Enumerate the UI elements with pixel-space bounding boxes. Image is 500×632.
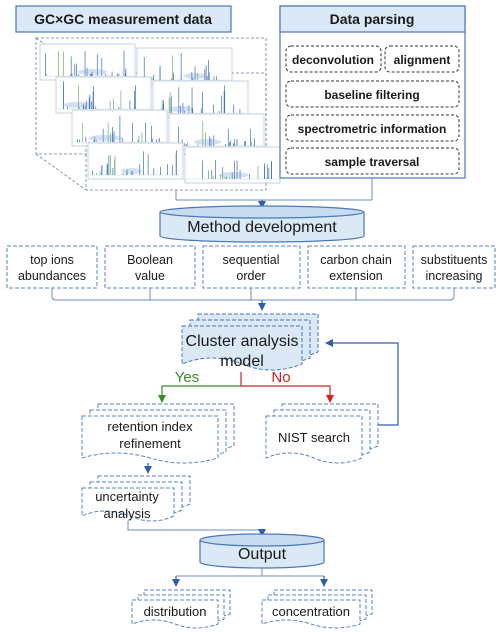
spectrometric-information-box [285,114,460,142]
concentration-output [261,589,373,629]
method-development-label: Method development [187,219,337,236]
chromatogram-thumbnail [71,109,168,147]
parsing-title-box [279,5,466,33]
no-branch [241,385,334,403]
feature-top-ions-line1: top ions [30,253,74,267]
chromatogram-thumbnail [184,146,281,184]
uncertainty-analysis [81,475,191,522]
no-label: No [271,369,290,386]
data-parsing-panel: Data parsing deconvolution alignment bas… [279,5,466,179]
output-branch-lines [176,568,324,577]
uncertainty-label-line1: uncertainty [95,489,159,504]
method-development-cylinder: Method development [159,205,365,243]
feature-box-boolean [104,245,196,289]
chromatogram-thumbnail [152,80,249,118]
distribution-output [131,589,231,629]
baseline-filtering-label: baseline filtering [324,88,419,102]
parsing-title: Data parsing [330,11,415,27]
baseline-filtering-box [285,80,460,108]
deconvolution-label: deconvolution [292,53,374,67]
feature-carbon-chain-line2: extension [329,269,383,283]
cluster-analysis-model: Cluster analysis model [181,313,319,371]
measurement-title-box [15,5,232,33]
feature-sequential-line1: sequential [223,253,280,267]
retention-label-line2: refinement [119,436,181,451]
uncertainty-label-line2: analysis [104,506,151,521]
cluster-label-line2: model [220,353,264,370]
nist-search [265,403,379,464]
feature-boolean-line1: Boolean [127,253,173,267]
retention-index-refinement [81,403,235,464]
cluster-label-line1: Cluster analysis [186,333,299,350]
feature-box-carbon-chain [307,245,406,289]
distribution-label: distribution [144,604,207,619]
feature-carbon-chain-line1: carbon chain [320,253,392,267]
output-label: Output [238,546,287,563]
alignment-box [384,45,460,73]
concentration-label: concentration [272,604,350,619]
nist-label: NIST search [278,430,350,445]
chromatogram-thumbnail [87,142,184,180]
spectrometric-information-label: spectrometric information [298,122,447,136]
feature-connector [51,288,455,301]
measurement-title: GC×GC measurement data [34,11,212,27]
alignment-label: alignment [394,53,451,67]
chromatogram-stack [39,43,281,184]
chromatogram-thumbnail [39,43,136,81]
feature-substituents-line2: increasing [426,269,483,283]
top-connector [175,178,373,201]
yes-branch [158,385,241,403]
measurement-data-panel: GC×GC measurement data [15,5,281,191]
nist-feedback-arrow [325,339,399,426]
feature-sequential-line2: order [236,269,265,283]
retention-label-line1: retention index [107,419,193,434]
output-cylinder: Output [199,533,325,569]
feature-top-ions-line2: abundances [18,269,86,283]
chromatogram-thumbnail [55,76,152,114]
feature-boolean-line2: value [135,269,165,283]
deconvolution-box [285,45,382,73]
chromatogram-thumbnail [168,113,265,151]
feature-substituents-line1: substituents [421,253,488,267]
uncertainty-to-output-line [127,521,262,531]
sample-traversal-label: sample traversal [325,155,420,169]
chromatogram-thumbnail [136,47,233,85]
sample-traversal-box [285,147,460,175]
yes-label: Yes [175,369,199,386]
